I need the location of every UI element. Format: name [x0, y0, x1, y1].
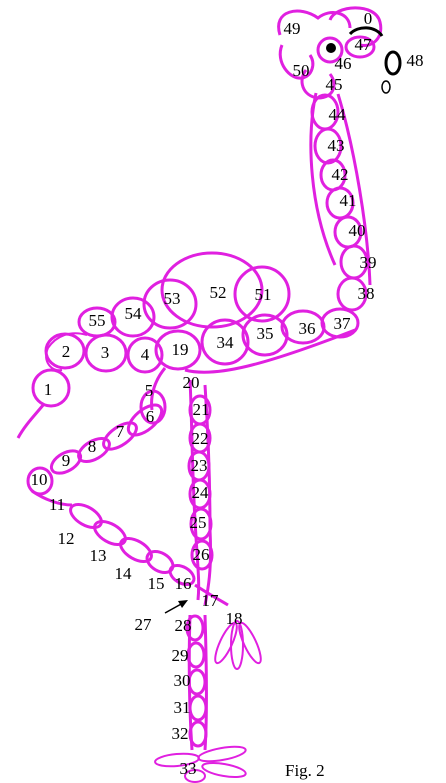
label-35: 35 — [257, 324, 274, 343]
label-5: 5 — [145, 381, 154, 400]
label-41: 41 — [340, 191, 357, 210]
label-24: 24 — [192, 483, 210, 502]
label-8: 8 — [88, 437, 97, 456]
label-4: 4 — [141, 345, 150, 364]
label-32: 32 — [172, 724, 189, 743]
label-44: 44 — [329, 105, 347, 124]
label-52: 52 — [210, 283, 227, 302]
label-49: 49 — [284, 19, 301, 38]
label-14: 14 — [115, 564, 133, 583]
label-40: 40 — [349, 221, 366, 240]
label-50: 50 — [293, 61, 310, 80]
label-33: 33 — [180, 759, 197, 778]
label-55: 55 — [89, 311, 106, 330]
small-ring-black — [382, 81, 390, 93]
label-22: 22 — [192, 429, 209, 448]
label-42: 42 — [332, 165, 349, 184]
label-12: 12 — [58, 529, 75, 548]
label-25: 25 — [190, 513, 207, 532]
label-18: 18 — [226, 609, 243, 628]
label-29: 29 — [172, 646, 189, 665]
label-46: 46 — [335, 54, 352, 73]
label-34: 34 — [217, 333, 235, 352]
label-53: 53 — [164, 289, 181, 308]
label-9: 9 — [62, 451, 71, 470]
label-31: 31 — [174, 698, 191, 717]
label-17: 17 — [202, 591, 220, 610]
label-39: 39 — [360, 253, 377, 272]
ring-labels: 0 1 2 3 4 5 6 7 8 9 10 11 12 13 14 15 16… — [31, 9, 424, 778]
label-19: 19 — [172, 340, 189, 359]
label-47: 47 — [355, 35, 373, 54]
label-45: 45 — [326, 75, 343, 94]
label-28: 28 — [175, 616, 192, 635]
ring-48-black — [386, 52, 400, 74]
label-15: 15 — [148, 574, 165, 593]
label-21: 21 — [193, 400, 210, 419]
label-6: 6 — [146, 407, 155, 426]
label-11: 11 — [49, 495, 65, 514]
eye-dot — [326, 43, 336, 53]
label-13: 13 — [90, 546, 107, 565]
label-38: 38 — [358, 284, 375, 303]
label-51: 51 — [255, 285, 272, 304]
label-26: 26 — [193, 545, 210, 564]
label-2: 2 — [62, 342, 71, 361]
label-1: 1 — [44, 380, 53, 399]
label-37: 37 — [334, 314, 352, 333]
label-27: 27 — [135, 615, 153, 634]
label-0: 0 — [364, 9, 373, 28]
label-3: 3 — [101, 343, 110, 362]
label-48: 48 — [407, 51, 424, 70]
label-23: 23 — [191, 456, 208, 475]
label-20: 20 — [183, 373, 200, 392]
label-30: 30 — [174, 671, 191, 690]
label-16: 16 — [175, 574, 192, 593]
arrow-27 — [165, 600, 188, 613]
label-10: 10 — [31, 470, 48, 489]
figure-caption: Fig. 2 — [285, 761, 325, 780]
label-43: 43 — [328, 136, 345, 155]
label-36: 36 — [299, 319, 316, 338]
label-7: 7 — [116, 422, 125, 441]
label-54: 54 — [125, 304, 143, 323]
